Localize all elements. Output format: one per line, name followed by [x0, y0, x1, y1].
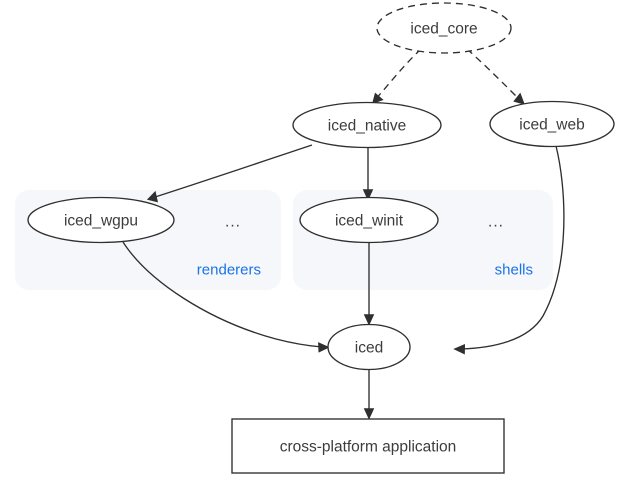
- node-iced-native-shape[interactable]: [292, 101, 442, 149]
- edge-iced-native-to-iced-wgpu-line: [151, 144, 313, 199]
- node-cross-platform-application-label: cross-platform application: [280, 439, 457, 456]
- edge-iced-native-to-iced-winit-arrowhead: [362, 189, 374, 201]
- edge-iced-winit-to-iced-arrowhead: [363, 314, 375, 326]
- edge-iced-core-to-iced-web-arrowhead: [513, 92, 525, 105]
- edge-iced-core-to-iced-web: [466, 48, 525, 105]
- edge-iced-native-to-iced-wgpu-arrowhead: [146, 190, 158, 203]
- edge-iced-core-to-iced-native-arrowhead: [372, 92, 384, 104]
- edge-iced-wgpu-to-iced-arrowhead: [318, 342, 330, 353]
- edge-iced-web-to-iced-arrowhead: [453, 343, 466, 355]
- node-iced-winit-label: iced_winit: [335, 213, 404, 230]
- edge-iced-core-to-iced-native-line: [374, 48, 422, 101]
- node-iced-shape[interactable]: [327, 323, 411, 371]
- node-iced-web-shape[interactable]: [489, 100, 615, 148]
- edge-iced-to-application-arrowhead: [363, 408, 375, 420]
- node-iced-wgpu-shape[interactable]: [27, 196, 175, 244]
- node-iced-wgpu-label: iced_wgpu: [64, 213, 138, 230]
- cluster-shells-label: shells: [495, 262, 533, 279]
- node-cross-platform-application[interactable]: cross-platform application: [231, 418, 505, 474]
- node-iced-web-label: iced_web: [519, 117, 585, 134]
- node-iced[interactable]: iced: [327, 323, 411, 371]
- node-iced-winit[interactable]: iced_winit: [299, 196, 439, 244]
- node-iced-core-shape[interactable]: [376, 2, 512, 54]
- edge-iced-to-application: [363, 370, 375, 420]
- cluster-renderers-label: renderers: [197, 262, 261, 279]
- node-iced-winit-shape[interactable]: [299, 196, 439, 244]
- node-iced-wgpu[interactable]: iced_wgpu: [27, 196, 175, 244]
- edge-iced-wgpu-to-iced: [122, 241, 330, 353]
- node-cross-platform-application-shape[interactable]: [231, 418, 505, 474]
- edge-iced-core-to-iced-native: [372, 48, 422, 104]
- edge-iced-web-to-iced: [453, 145, 565, 355]
- node-iced-core-label: iced_core: [410, 21, 477, 38]
- edge-iced-native-to-iced-wgpu: [146, 144, 313, 203]
- cluster-renderers-ellipsis: ...: [225, 214, 241, 231]
- edge-iced-web-to-iced-line: [460, 145, 565, 350]
- node-iced-native-label: iced_native: [328, 118, 406, 135]
- cluster-shells-ellipsis: ...: [488, 214, 504, 231]
- edge-iced-native-to-iced-winit: [362, 147, 374, 201]
- edge-iced-core-to-iced-web-line: [466, 48, 522, 102]
- node-iced-label: iced: [355, 340, 383, 357]
- node-iced-web[interactable]: iced_web: [489, 100, 615, 148]
- edge-iced-winit-to-iced: [363, 243, 375, 326]
- node-iced-native[interactable]: iced_native: [292, 101, 442, 149]
- edge-iced-wgpu-to-iced-line: [122, 241, 323, 348]
- node-iced-core[interactable]: iced_core: [376, 2, 512, 54]
